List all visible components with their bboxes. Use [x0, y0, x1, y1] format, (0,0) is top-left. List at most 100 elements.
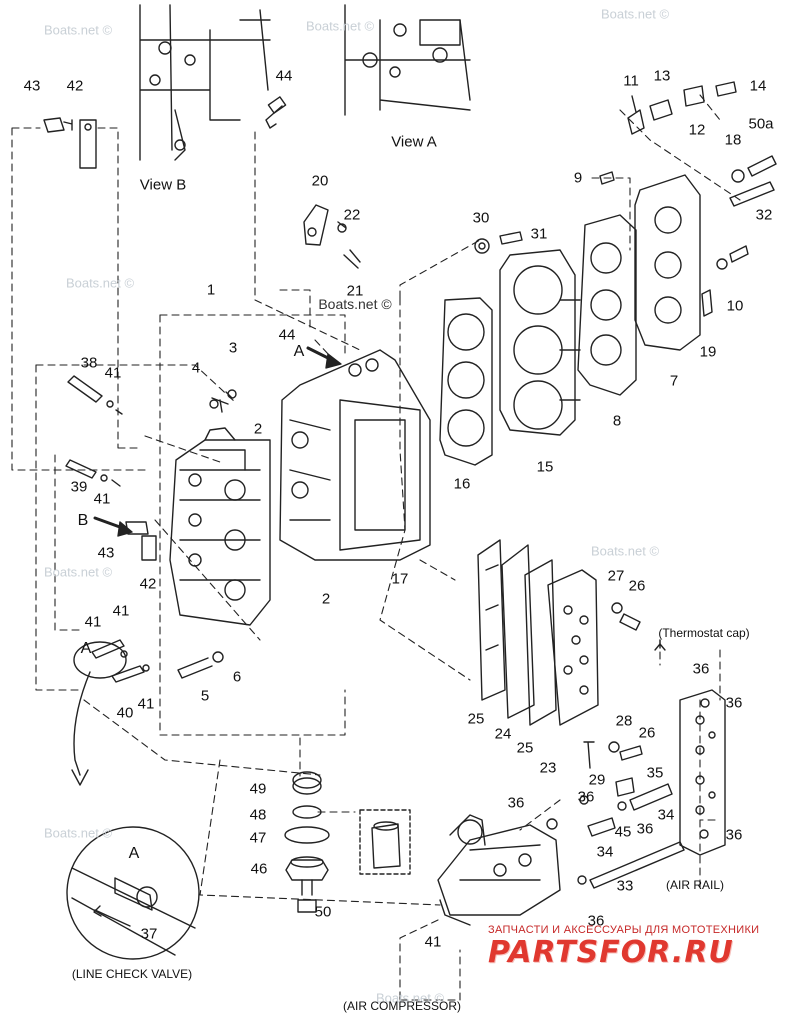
air-compressor-caption: (AIR COMPRESSOR)	[342, 999, 462, 1013]
part-label: 14	[749, 77, 767, 95]
callout-letter: A	[80, 640, 92, 657]
part-label: 32	[755, 206, 773, 224]
exhaust-plates	[477, 539, 599, 726]
part-label: 3	[228, 339, 238, 357]
part-label: 36	[587, 912, 605, 930]
callout-letter: B	[77, 512, 89, 529]
part-label: 36	[725, 826, 743, 844]
brand-logo-block: ЗАПЧАСТИ И АКСЕССУАРЫ ДЛЯ МОТОТЕХНИКИ PA…	[488, 924, 784, 969]
part-label: 41	[112, 602, 130, 620]
part-label: 2	[321, 590, 331, 608]
part-label: 1	[206, 281, 216, 299]
part-label: 50	[314, 903, 332, 921]
air-compressor	[437, 814, 561, 926]
part-label: 7	[669, 372, 679, 390]
part-label: 9	[573, 169, 583, 187]
brand-tagline: ЗАПЧАСТИ И АКСЕССУАРЫ ДЛЯ МОТОТЕХНИКИ	[488, 924, 760, 936]
callout-letter: A	[293, 343, 305, 360]
part-label: 41	[104, 364, 122, 382]
part-label: 41	[84, 613, 102, 631]
watermark: Boats.net ©	[600, 6, 670, 22]
part-label: 34	[657, 806, 675, 824]
part-label: 43	[97, 544, 115, 562]
part-label: 10	[726, 297, 744, 315]
part-label: 38	[80, 354, 98, 372]
part-label: 19	[699, 343, 717, 361]
part-label: 42	[139, 575, 157, 593]
part-label: 8	[612, 412, 622, 430]
brand-logo: PARTSFOR.RU	[488, 935, 734, 970]
view-b-caption: View B	[139, 176, 187, 194]
part-label: 43	[23, 77, 41, 95]
part-label: 25	[516, 739, 534, 757]
part-label: 33	[616, 877, 634, 895]
watermark: Boats.net ©	[375, 990, 445, 1006]
part-label: 34	[596, 843, 614, 861]
part-label: 41	[424, 933, 442, 951]
part-label: 2	[253, 420, 263, 438]
gasket-16	[439, 297, 493, 466]
part-label: 31	[530, 225, 548, 243]
line-check-valve-caption: (LINE CHECK VALVE)	[71, 967, 193, 981]
part-label: 21	[346, 282, 364, 300]
part-label: 44	[275, 67, 293, 85]
view-b-inset	[139, 4, 271, 161]
cylinder-block-left	[169, 427, 271, 626]
cover-7	[634, 174, 701, 351]
part-label: 26	[628, 577, 646, 595]
part-label: 36	[507, 794, 525, 812]
part-label: 36	[692, 660, 710, 678]
callout-letter: A	[128, 845, 140, 862]
part-label: 48	[249, 806, 267, 824]
part-label: 46	[250, 860, 268, 878]
part-label: 36	[636, 820, 654, 838]
view-a-inset	[344, 4, 471, 116]
part-label: 20	[311, 172, 329, 190]
part-label: 37	[140, 925, 158, 943]
cylinder-block-right	[279, 349, 431, 561]
part-label: 6	[232, 668, 242, 686]
air-rail-caption: (AIR RAIL)	[665, 878, 725, 892]
gasket-8	[577, 214, 637, 396]
part-label: 41	[93, 490, 111, 508]
part-label: 39	[70, 478, 88, 496]
part-label: 17	[391, 570, 409, 588]
watermark: Boats.net ©	[43, 825, 113, 841]
view-a-caption: View A	[391, 133, 437, 151]
part-label: 41	[137, 695, 155, 713]
watermark: Boats.net ©	[43, 22, 113, 38]
watermark: Boats.net ©	[305, 18, 375, 34]
part-label: 30	[472, 209, 490, 227]
part-label: 13	[653, 67, 671, 85]
part-label: 15	[536, 458, 554, 476]
part-label: 47	[249, 829, 267, 847]
part-label: 25	[467, 710, 485, 728]
part-label: 42	[66, 77, 84, 95]
part-label: 36	[577, 788, 595, 806]
watermark: Boats.net ©	[590, 543, 660, 559]
part-label: 24	[494, 725, 512, 743]
watermark: Boats.net ©	[43, 564, 113, 580]
part-label: 27	[607, 567, 625, 585]
cylinder-head-15	[499, 249, 581, 436]
part-label: 23	[539, 759, 557, 777]
part-label: 11	[623, 72, 639, 90]
part-label: 50a	[748, 115, 774, 133]
part-label: 49	[249, 780, 267, 798]
part-label: 29	[588, 771, 606, 789]
part-label: 36	[725, 694, 743, 712]
part-label: 40	[116, 704, 134, 722]
part-label: 4	[191, 359, 201, 377]
air-rail	[679, 689, 726, 856]
part-label: 45	[614, 823, 632, 841]
part-label: 16	[453, 475, 471, 493]
thermostat-cap-caption: (Thermostat cap)	[658, 626, 750, 640]
watermark-center: Boats.net ©	[318, 296, 392, 312]
part-label: 5	[200, 687, 210, 705]
part-label: 35	[646, 764, 664, 782]
part-label: 44	[278, 326, 296, 344]
watermark: Boats.net ©	[65, 275, 135, 291]
part-label: 12	[688, 121, 706, 139]
